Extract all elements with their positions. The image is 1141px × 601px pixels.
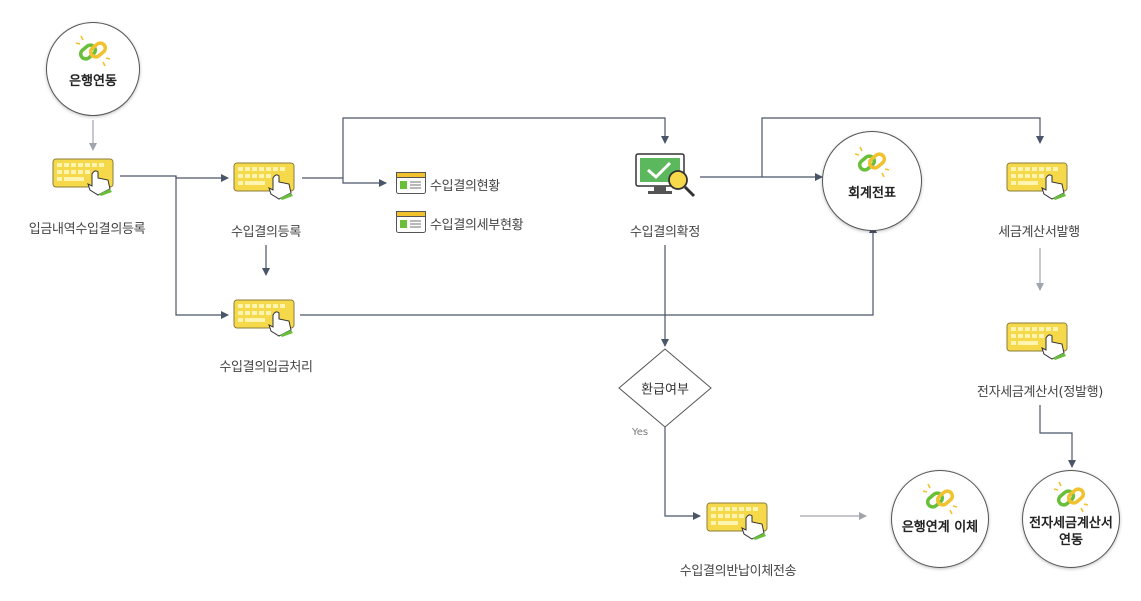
connector-register-to-status (302, 177, 387, 187)
connector-deposit-to-process (175, 176, 229, 319)
connector-register-to-confirm (342, 117, 669, 178)
connector-confirm-to-invoice (761, 117, 1044, 177)
bank-transfer-node[interactable]: 은행연계 이체 (891, 470, 989, 568)
monitor-magnifier-icon[interactable] (634, 152, 702, 200)
refund-transfer-label: 수입결의반납이체전송 (679, 564, 797, 579)
chain-link-icon (854, 146, 890, 178)
income-confirm-label: 수입결의확정 (630, 225, 700, 240)
accounting-voucher-label: 회계전표 (848, 186, 896, 201)
keyboard-hand-icon[interactable] (233, 160, 297, 200)
connector-deposit-to-register (120, 174, 229, 182)
chain-link-icon (1053, 481, 1089, 513)
refund-decision-diamond (618, 348, 712, 428)
deposit-register-label: 입금내역수입결의등록 (28, 222, 146, 237)
income-register-label: 수입결의등록 (231, 225, 301, 240)
e-tax-link-label-line2: 연동 (1059, 533, 1083, 548)
keyboard-hand-icon[interactable] (233, 297, 297, 337)
bank-transfer-label: 은행연계 이체 (901, 520, 979, 535)
bank-link-label: 은행연동 (69, 74, 117, 89)
chain-link-icon (75, 35, 111, 67)
keyboard-hand-icon[interactable] (52, 156, 116, 196)
keyboard-hand-icon[interactable] (706, 500, 770, 540)
window-icon[interactable] (396, 172, 426, 194)
e-tax-link-node[interactable]: 전자세금계산서 연동 (1022, 470, 1120, 568)
refund-check-label: 환급여부 (641, 382, 689, 398)
tax-invoice-issue-label: 세금계산서발행 (998, 225, 1080, 240)
accounting-voucher-node[interactable]: 회계전표 (822, 131, 922, 231)
window-icon[interactable] (396, 211, 426, 233)
keyboard-hand-icon[interactable] (1006, 320, 1070, 360)
yes-branch-label: Yes (632, 427, 649, 438)
keyboard-hand-icon[interactable] (1006, 160, 1070, 200)
e-tax-link-label-line1: 전자세금계산서 (1029, 516, 1113, 531)
chain-link-icon (922, 483, 958, 515)
connector-process-to-voucher (300, 225, 877, 316)
income-detail-status-label[interactable]: 수입결의세부현황 (430, 218, 524, 233)
income-status-label[interactable]: 수입결의현황 (430, 179, 500, 194)
connector-etax-to-link (1039, 405, 1076, 468)
bank-link-node[interactable]: 은행연동 (46, 22, 140, 116)
connector-refund-to-transfer (664, 427, 701, 520)
e-tax-invoice-label: 전자세금계산서(정발행) (976, 385, 1104, 400)
income-deposit-process-label: 수입결의입금처리 (219, 360, 313, 375)
